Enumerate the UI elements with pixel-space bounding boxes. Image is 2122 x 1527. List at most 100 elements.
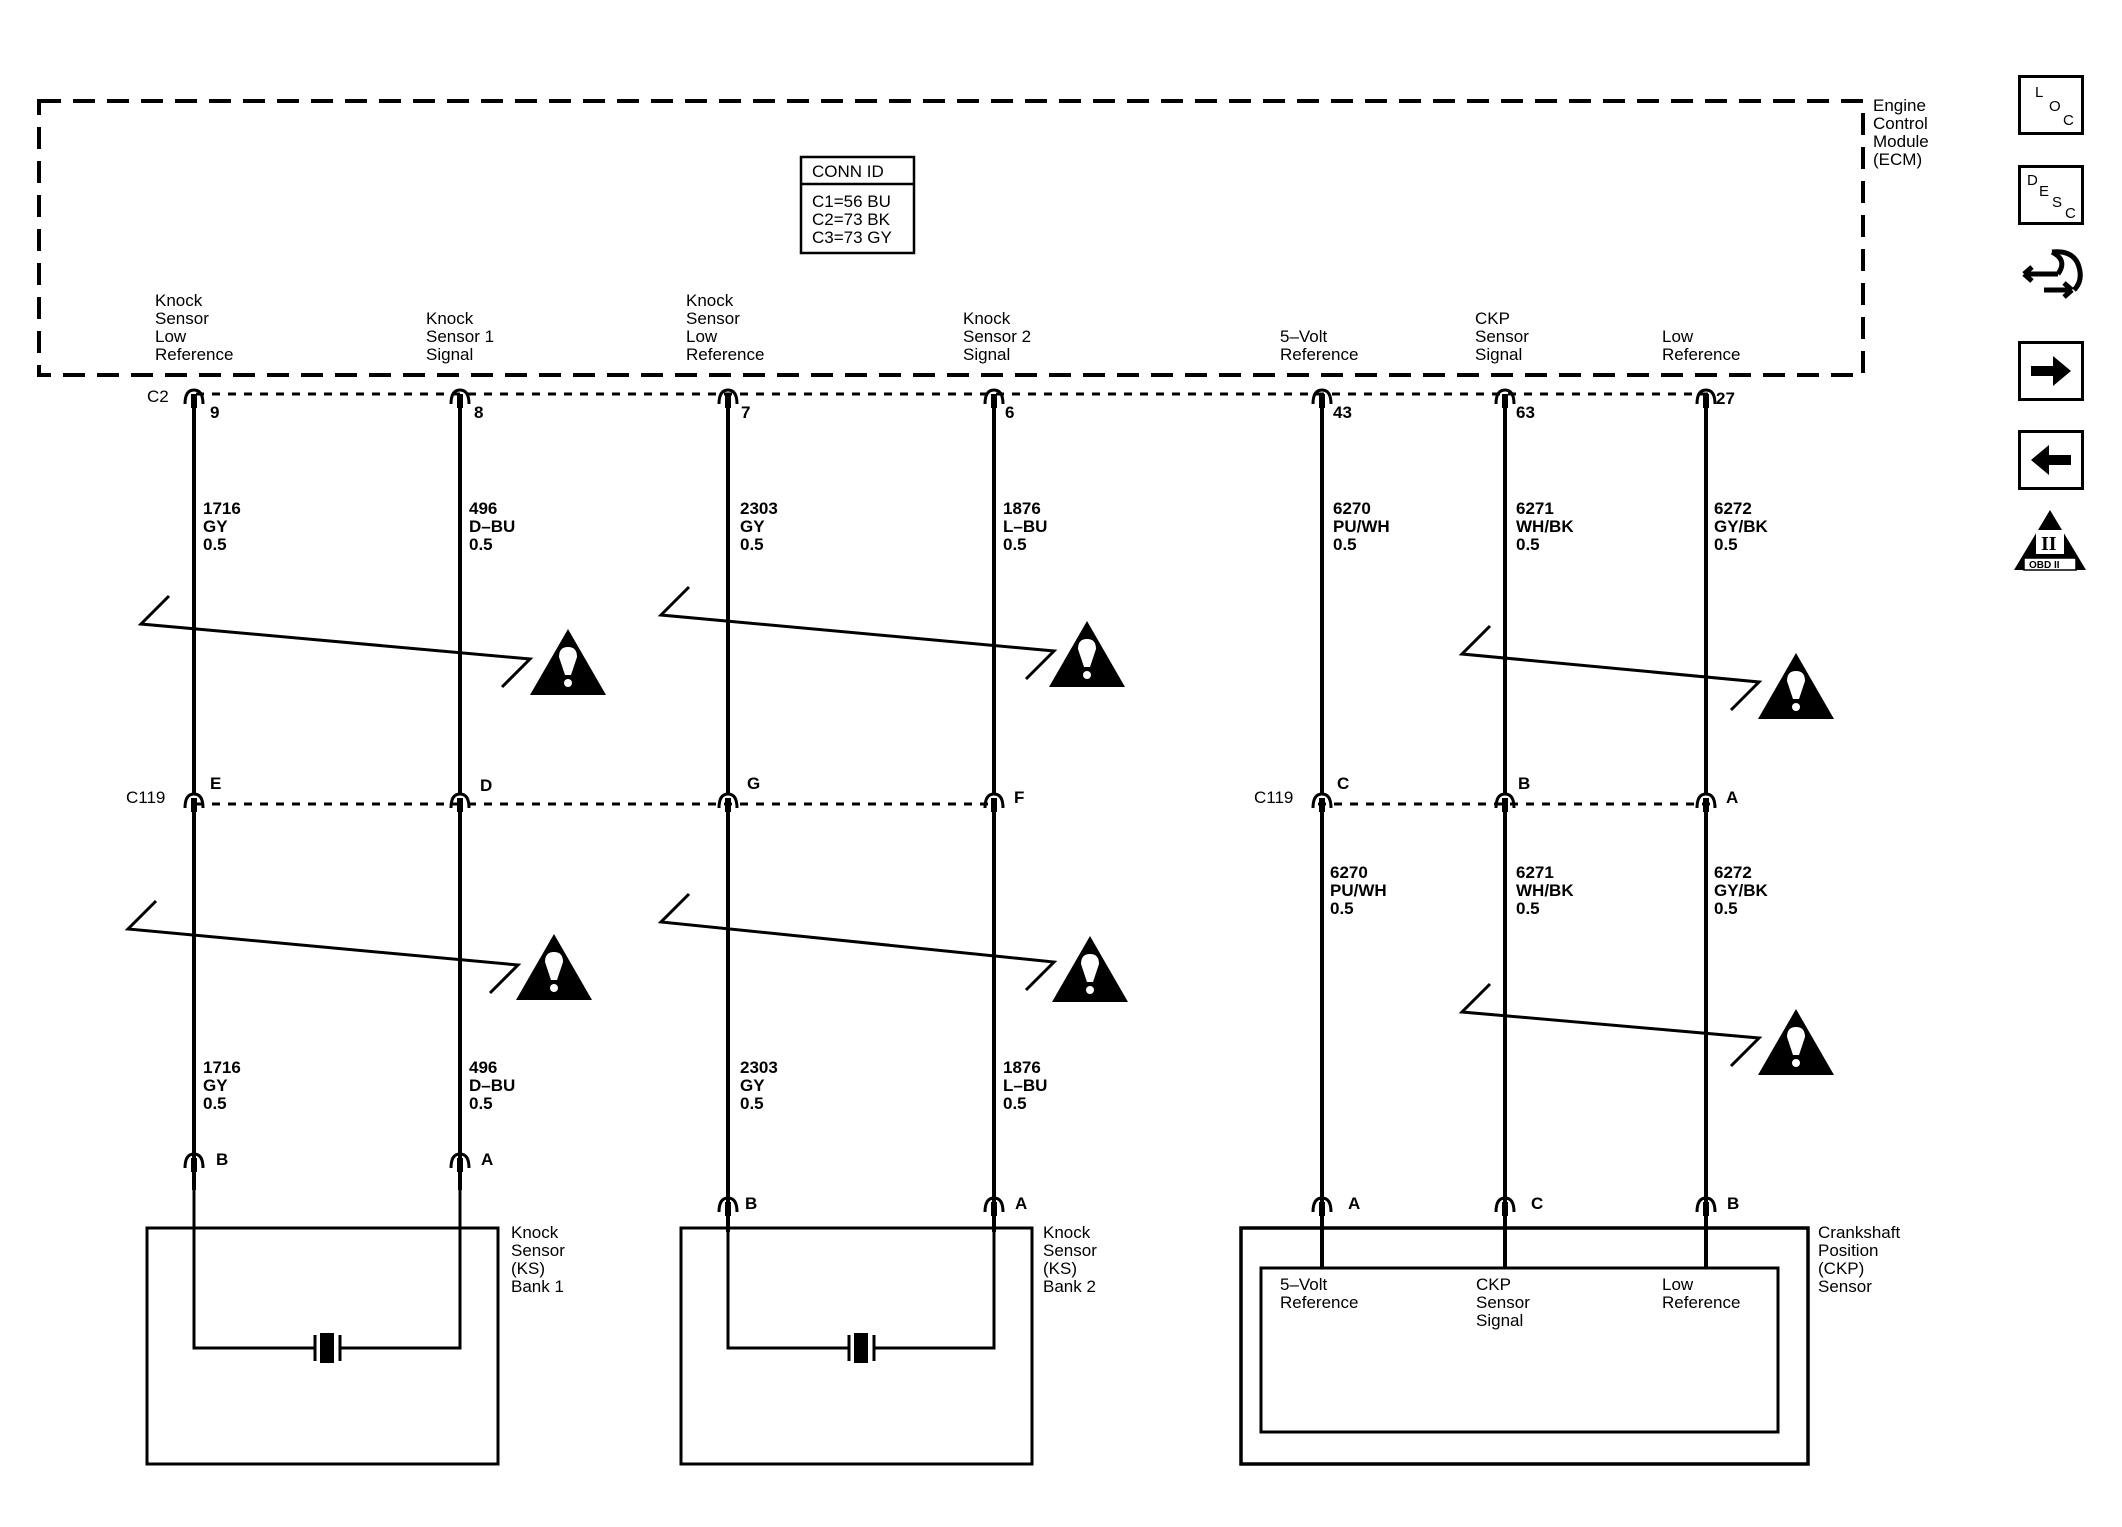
wires [183,388,1717,1268]
knock-sensor-bank-1: Knock Sensor (KS) Bank 1 [145,1223,565,1466]
svg-text:D–BU: D–BU [469,1076,515,1095]
svg-text:Sensor 2: Sensor 2 [963,327,1031,346]
svg-text:496: 496 [469,499,497,518]
obd-ii-icon[interactable]: II OBD II [2010,506,2090,576]
next-arrow-icon[interactable] [2018,341,2084,401]
svg-text:A: A [1726,788,1738,807]
ecm-connector-id: C2 [147,387,169,406]
svg-text:1876: 1876 [1003,1058,1041,1077]
circuit-function-labels: Knock Sensor Low Reference Knock Sensor … [155,291,1740,364]
svg-text:Low: Low [1662,327,1694,346]
c119-terminal-2 [449,792,471,812]
loc-letter-o: O [2049,98,2061,115]
svg-text:8: 8 [474,403,483,422]
ecm-label: Engine Control Module (ECM) [1873,96,1929,169]
c119-terminal-7 [1695,792,1717,812]
svg-text:6272: 6272 [1714,499,1752,518]
knock-sensor-element-1 [192,1190,462,1363]
svg-text:GY: GY [740,517,765,536]
svg-text:0.5: 0.5 [1330,899,1354,918]
svg-text:E: E [210,774,221,793]
svg-text:Reference: Reference [1280,1293,1358,1312]
svg-text:Crankshaft: Crankshaft [1818,1223,1900,1242]
svg-text:Control: Control [1873,114,1928,133]
warning-icon [1049,621,1125,687]
c119-label-right: C119 [1254,788,1293,807]
ecm-pin-terminal-3 [717,388,739,408]
twisted-pair-marker-1 [137,594,606,695]
svg-text:0.5: 0.5 [740,535,764,554]
svg-text:5–Volt: 5–Volt [1280,327,1328,346]
svg-text:Low: Low [1662,1275,1694,1294]
svg-text:0.5: 0.5 [203,535,227,554]
svg-text:0.5: 0.5 [1714,899,1738,918]
svg-text:0.5: 0.5 [1516,899,1540,918]
svg-text:Sensor: Sensor [1818,1277,1872,1296]
svg-text:Module: Module [1873,132,1929,151]
svg-text:6270: 6270 [1333,499,1371,518]
svg-text:7: 7 [741,403,750,422]
wire-labels-top: 1716 GY 0.5 496 D–BU 0.5 2303 GY 0.5 187… [203,499,1769,554]
ecm-pin-terminal-6 [1494,388,1516,408]
svg-text:(ECM): (ECM) [1873,150,1922,169]
connector-end-view-icon[interactable] [2018,246,2088,306]
svg-text:6271: 6271 [1516,863,1554,882]
svg-text:Knock: Knock [511,1223,559,1242]
svg-text:0.5: 0.5 [1003,1094,1027,1113]
loc-icon[interactable]: L O C [2018,75,2084,135]
desc-icon[interactable]: D E S C [2018,165,2084,225]
svg-text:A: A [1015,1194,1027,1213]
svg-text:Signal: Signal [426,345,473,364]
svg-text:B: B [216,1150,228,1169]
svg-text:6271: 6271 [1516,499,1554,518]
svg-text:CONN ID: CONN ID [812,162,884,181]
svg-text:Knock: Knock [963,309,1011,328]
ecm-pin-terminal-4 [983,388,1005,408]
ecm-pin-terminal-2 [449,388,471,408]
ckp-sensor: Crankshaft Position (CKP) Sensor 5–Volt … [1239,1223,1900,1466]
svg-text:0.5: 0.5 [469,1094,493,1113]
c119-terminal-1 [183,792,205,812]
svg-text:Low: Low [155,327,187,346]
twisted-pair-marker-6 [1458,982,1834,1075]
svg-text:0.5: 0.5 [1516,535,1540,554]
svg-text:1876: 1876 [1003,499,1041,518]
previous-arrow-icon[interactable] [2018,430,2084,490]
svg-text:GY/BK: GY/BK [1714,881,1769,900]
svg-text:C: C [1337,774,1349,793]
ecm-pin-terminal-1 [183,388,205,408]
svg-text:WH/BK: WH/BK [1516,517,1574,536]
svg-text:Sensor: Sensor [686,309,740,328]
svg-text:Signal: Signal [1475,345,1522,364]
warning-icon [530,629,606,695]
svg-text:C3=73 GY: C3=73 GY [812,228,892,247]
svg-text:PU/WH: PU/WH [1330,881,1387,900]
desc-letter-c: C [2065,205,2076,222]
svg-text:PU/WH: PU/WH [1333,517,1390,536]
svg-text:Sensor: Sensor [511,1241,565,1260]
twisted-pair-markers [124,585,1834,1075]
svg-text:Sensor: Sensor [1476,1293,1530,1312]
svg-text:Reference: Reference [1662,1293,1740,1312]
c119-terminal-6 [1494,792,1516,812]
warning-icon [516,934,592,1000]
loc-letter-c: C [2063,112,2074,129]
component-pin-letters: B A B A A C B [216,1150,1739,1213]
desc-letter-s: S [2052,194,2063,211]
svg-text:WH/BK: WH/BK [1516,881,1574,900]
svg-text:0.5: 0.5 [1714,535,1738,554]
obd-roman: II [2041,533,2057,555]
twisted-pair-marker-3 [1458,624,1834,719]
svg-text:Sensor 1: Sensor 1 [426,327,494,346]
conn-id-box: CONN ID C1=56 BU C2=73 BK C3=73 GY [799,155,916,255]
ecm-outline [37,99,1865,377]
svg-text:Knock: Knock [155,291,203,310]
svg-text:CKP: CKP [1475,309,1510,328]
svg-text:Reference: Reference [686,345,764,364]
c119-terminal-3 [717,792,739,812]
warning-icon [1758,1009,1834,1075]
twisted-pair-marker-5 [657,892,1128,1002]
svg-text:6270: 6270 [1330,863,1368,882]
svg-text:D–BU: D–BU [469,517,515,536]
svg-text:(CKP): (CKP) [1818,1259,1864,1278]
